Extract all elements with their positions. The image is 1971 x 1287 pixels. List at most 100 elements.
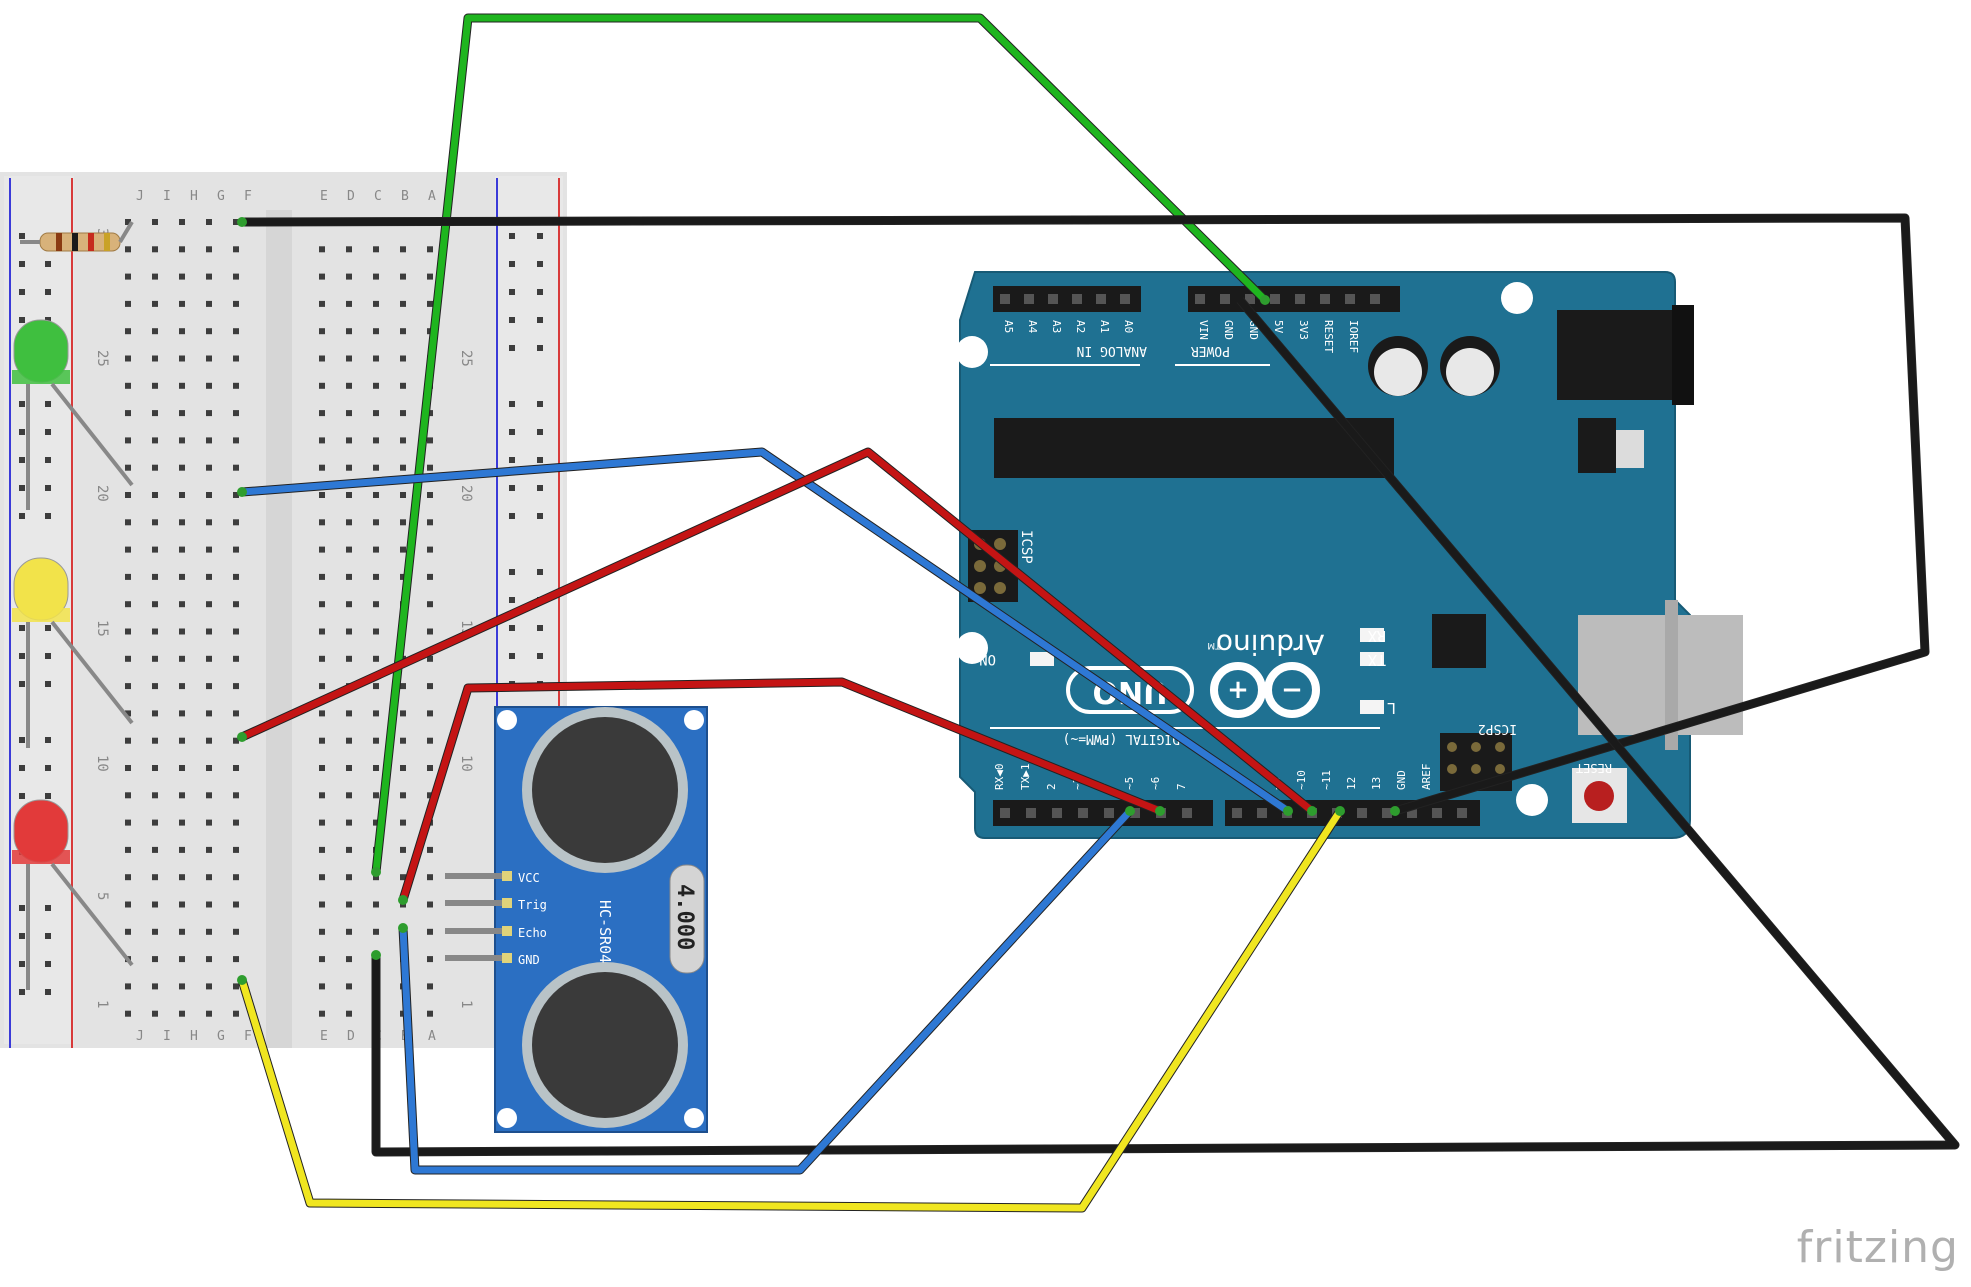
breadboard-hole[interactable] <box>125 300 131 307</box>
rail-hole[interactable] <box>509 429 515 435</box>
rail-hole[interactable] <box>45 933 51 939</box>
rail-hole[interactable] <box>509 625 515 631</box>
breadboard-hole[interactable] <box>125 410 131 417</box>
rail-hole[interactable] <box>537 401 543 407</box>
wire-endpoint[interactable] <box>1390 806 1400 816</box>
breadboard-hole[interactable] <box>206 737 212 744</box>
breadboard-hole[interactable] <box>400 792 406 799</box>
rail-hole[interactable] <box>19 317 25 323</box>
breadboard-hole[interactable] <box>206 874 212 881</box>
breadboard-hole[interactable] <box>400 765 406 771</box>
breadboard-hole[interactable] <box>125 874 131 881</box>
header-pin[interactable] <box>1295 294 1305 304</box>
breadboard-hole[interactable] <box>152 601 158 608</box>
breadboard-hole[interactable] <box>427 628 433 635</box>
breadboard-hole[interactable] <box>400 300 406 307</box>
breadboard-hole[interactable] <box>373 355 379 362</box>
breadboard-hole[interactable] <box>125 355 131 362</box>
rail-hole[interactable] <box>19 933 25 939</box>
breadboard-hole[interactable] <box>179 300 185 307</box>
breadboard-hole[interactable] <box>319 573 325 580</box>
wire-endpoint[interactable] <box>237 217 247 227</box>
breadboard-hole[interactable] <box>206 765 212 771</box>
rail-hole[interactable] <box>509 317 515 323</box>
breadboard-hole[interactable] <box>152 765 158 771</box>
breadboard-hole[interactable] <box>427 437 433 444</box>
rail-hole[interactable] <box>45 989 51 995</box>
header-pin[interactable] <box>1000 808 1010 818</box>
breadboard-hole[interactable] <box>179 219 185 225</box>
breadboard-hole[interactable] <box>373 792 379 799</box>
breadboard-hole[interactable] <box>152 1010 158 1017</box>
breadboard-hole[interactable] <box>319 546 325 553</box>
breadboard-hole[interactable] <box>152 819 158 826</box>
breadboard-hole[interactable] <box>152 792 158 799</box>
breadboard-hole[interactable] <box>373 546 379 553</box>
breadboard-hole[interactable] <box>125 928 131 935</box>
breadboard-hole[interactable] <box>346 710 352 717</box>
breadboard-hole[interactable] <box>427 928 433 935</box>
breadboard-hole[interactable] <box>427 792 433 799</box>
breadboard-hole[interactable] <box>346 846 352 853</box>
breadboard-hole[interactable] <box>179 901 185 908</box>
header-pin[interactable] <box>1104 808 1114 818</box>
breadboard-hole[interactable] <box>400 710 406 717</box>
breadboard-hole[interactable] <box>373 519 379 526</box>
breadboard-hole[interactable] <box>206 573 212 580</box>
breadboard-hole[interactable] <box>233 765 239 771</box>
breadboard-hole[interactable] <box>152 464 158 471</box>
breadboard-hole[interactable] <box>152 300 158 307</box>
breadboard-hole[interactable] <box>319 437 325 444</box>
breadboard-hole[interactable] <box>206 901 212 908</box>
breadboard-hole[interactable] <box>233 546 239 553</box>
rail-hole[interactable] <box>19 457 25 463</box>
breadboard-hole[interactable] <box>319 819 325 826</box>
breadboard-hole[interactable] <box>319 928 325 935</box>
breadboard-hole[interactable] <box>233 792 239 799</box>
breadboard-hole[interactable] <box>179 246 185 253</box>
header-pin[interactable] <box>1130 808 1140 818</box>
rail-hole[interactable] <box>537 485 543 491</box>
rail-hole[interactable] <box>509 261 515 267</box>
breadboard-hole[interactable] <box>400 519 406 526</box>
header-pin[interactable] <box>1120 294 1130 304</box>
breadboard-hole[interactable] <box>179 683 185 690</box>
breadboard-hole[interactable] <box>206 1010 212 1017</box>
breadboard-hole[interactable] <box>319 273 325 280</box>
breadboard-hole[interactable] <box>373 437 379 444</box>
breadboard-hole[interactable] <box>206 546 212 553</box>
breadboard-hole[interactable] <box>179 846 185 853</box>
breadboard-hole[interactable] <box>125 246 131 253</box>
header-pin[interactable] <box>1024 294 1034 304</box>
breadboard-hole[interactable] <box>206 300 212 307</box>
breadboard-hole[interactable] <box>179 983 185 990</box>
header-pin[interactable] <box>1078 808 1088 818</box>
breadboard-hole[interactable] <box>233 410 239 417</box>
rail-hole[interactable] <box>19 401 25 407</box>
breadboard-hole[interactable] <box>179 492 185 498</box>
breadboard-hole[interactable] <box>206 246 212 253</box>
breadboard-hole[interactable] <box>179 956 185 963</box>
breadboard-hole[interactable] <box>319 765 325 771</box>
breadboard-hole[interactable] <box>233 710 239 717</box>
breadboard-hole[interactable] <box>179 601 185 608</box>
breadboard-hole[interactable] <box>206 464 212 471</box>
rail-hole[interactable] <box>19 513 25 519</box>
rail-hole[interactable] <box>45 905 51 911</box>
rail-hole[interactable] <box>509 457 515 463</box>
breadboard-hole[interactable] <box>346 410 352 417</box>
breadboard-hole[interactable] <box>319 792 325 799</box>
breadboard-hole[interactable] <box>125 792 131 799</box>
rail-hole[interactable] <box>509 401 515 407</box>
breadboard-hole[interactable] <box>373 737 379 744</box>
breadboard-hole[interactable] <box>152 546 158 553</box>
breadboard-hole[interactable] <box>152 846 158 853</box>
breadboard-hole[interactable] <box>152 928 158 935</box>
blue-wire-led[interactable] <box>241 448 1290 814</box>
breadboard-hole[interactable] <box>206 683 212 690</box>
breadboard-hole[interactable] <box>346 328 352 335</box>
rail-hole[interactable] <box>19 485 25 491</box>
breadboard-hole[interactable] <box>179 710 185 717</box>
rail-hole[interactable] <box>45 513 51 519</box>
header-pin[interactable] <box>1345 294 1355 304</box>
